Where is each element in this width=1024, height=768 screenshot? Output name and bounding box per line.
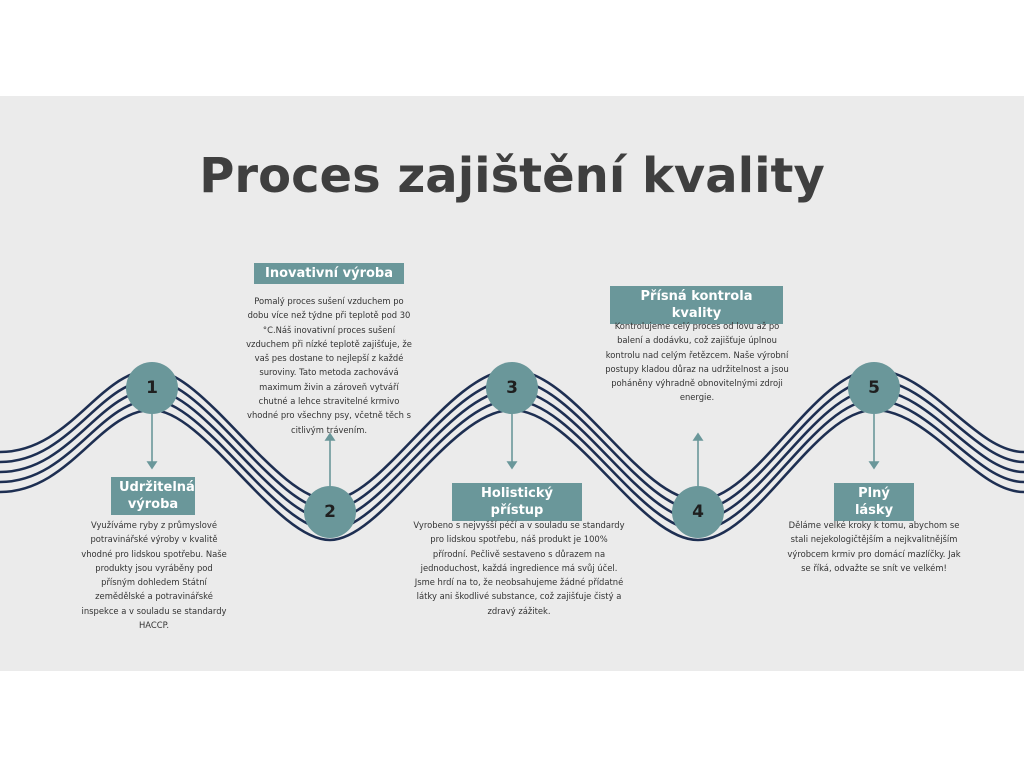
step-4-heading: Přísná kontrola kvality xyxy=(610,286,783,324)
page-title: Proces zajištění kvality xyxy=(199,148,825,204)
step-4-text: Kontrolujeme celý proces od lovu až po b… xyxy=(605,321,789,403)
step-5-text: Děláme velké kroky k tomu, abychom se st… xyxy=(787,520,961,573)
step-5-marker: 5 xyxy=(848,362,900,414)
step-1-marker: 1 xyxy=(126,362,178,414)
step-1-text: Využíváme ryby z průmyslové potravinářsk… xyxy=(81,520,227,631)
arrow-down-icon xyxy=(146,461,158,470)
step-4-marker: 4 xyxy=(672,486,724,538)
step-3-heading: Holistický přístup xyxy=(452,483,582,521)
arrow-down-icon xyxy=(868,461,880,470)
step-2-marker: 2 xyxy=(304,486,356,538)
arrow-up-icon xyxy=(324,432,336,441)
step-2-heading: Inovativní výroba xyxy=(254,263,404,284)
arrow-up-icon xyxy=(692,432,704,441)
step-3-marker: 3 xyxy=(486,362,538,414)
step-2-text: Pomalý proces sušení vzduchem po dobu ví… xyxy=(246,296,412,435)
step-5-heading: Plný lásky xyxy=(834,483,914,521)
arrow-down-icon xyxy=(506,461,518,470)
step-1-heading: Udržitelná výroba xyxy=(111,477,195,515)
step-3-text: Vyrobeno s nejvyšší péčí a v souladu se … xyxy=(413,520,625,616)
